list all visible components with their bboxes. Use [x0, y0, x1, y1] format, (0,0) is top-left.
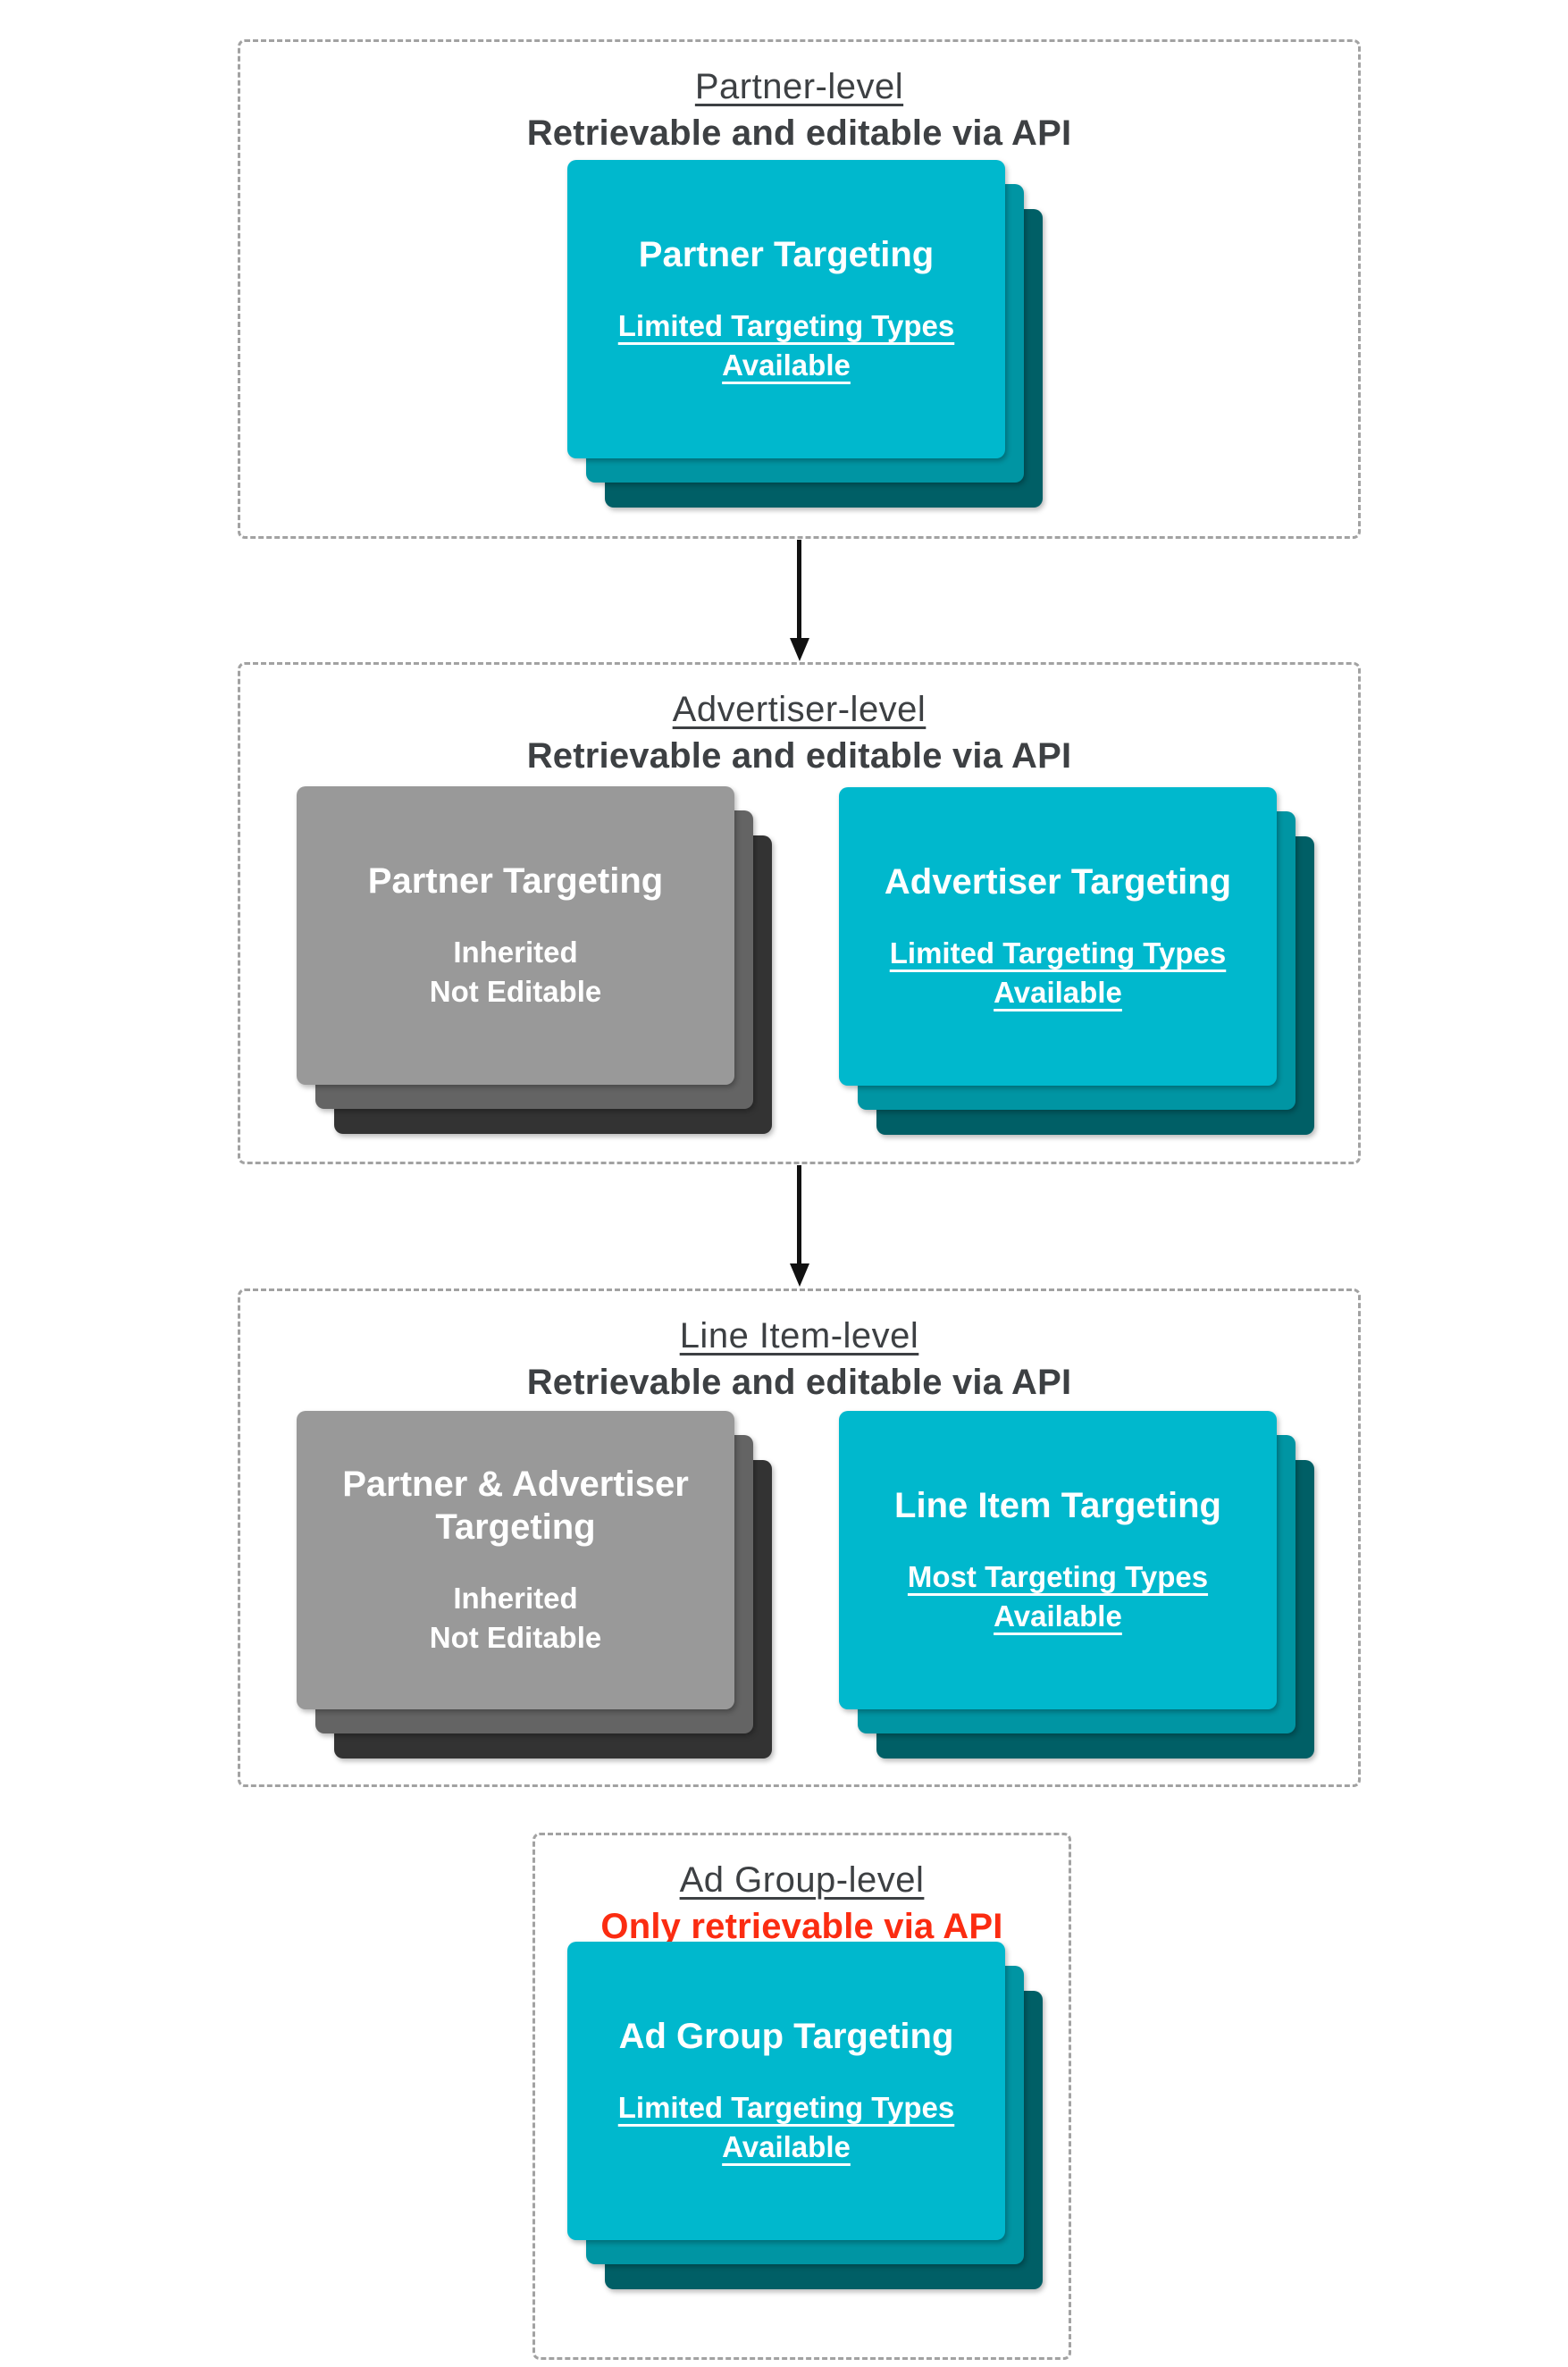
section-title: Partner-level [694, 67, 904, 106]
card-body: Limited Targeting Types Available [889, 936, 1227, 1009]
arrowhead-icon [790, 1263, 809, 1287]
targeting-card: Line Item Targeting Most Targeting Types… [839, 1411, 1277, 1709]
card-title: Advertiser Targeting [884, 862, 1232, 902]
card-title: Partner & Advertiser Targeting [342, 1465, 689, 1547]
section-ad-group-level: Ad Group-level Only retrievable via API … [532, 1833, 1071, 2360]
card-body: Most Targeting Types Available [907, 1560, 1209, 1633]
card-title: Partner Targeting [638, 235, 935, 274]
card-title: Ad Group Targeting [618, 2017, 954, 2056]
card-stack-line-item-targeting: Line Item Targeting Most Targeting Types… [839, 1411, 1314, 1758]
section-subtitle: Only retrievable via API [600, 1907, 1003, 1946]
card-stack-partner-advertiser-targeting: Partner & Advertiser Targeting Inherited… [297, 1411, 772, 1758]
section-title: Advertiser-level [672, 690, 927, 729]
section-line-item-level: Line Item-level Retrievable and editable… [238, 1288, 1361, 1787]
card-stack-advertiser-targeting: Advertiser Targeting Limited Targeting T… [839, 787, 1314, 1135]
card-title: Partner Targeting [367, 861, 664, 901]
card-body: Limited Targeting Types Available [617, 309, 955, 382]
section-subtitle: Retrievable and editable via API [526, 113, 1072, 153]
section-advertiser-level: Advertiser-level Retrievable and editabl… [238, 662, 1361, 1164]
card-stack-partner-targeting-inherited: Partner Targeting Inherited Not Editable [297, 786, 772, 1134]
targeting-card: Partner Targeting Limited Targeting Type… [567, 160, 1005, 458]
flow-arrow-down [790, 1165, 809, 1287]
targeting-card: Partner & Advertiser Targeting Inherited… [297, 1411, 734, 1709]
section-header: Line Item-level Retrievable and editable… [240, 1291, 1358, 1405]
section-header: Ad Group-level Only retrievable via API [535, 1835, 1069, 1949]
targeting-card: Advertiser Targeting Limited Targeting T… [839, 787, 1277, 1086]
section-partner-level: Partner-level Retrievable and editable v… [238, 39, 1361, 539]
targeting-card: Ad Group Targeting Limited Targeting Typ… [567, 1942, 1005, 2240]
card-body: Inherited Not Editable [429, 1582, 602, 1654]
flow-arrow-down [790, 540, 809, 661]
arrowhead-icon [790, 638, 809, 661]
section-subtitle: Retrievable and editable via API [526, 1363, 1072, 1402]
section-subtitle: Retrievable and editable via API [526, 736, 1072, 776]
card-stack-partner-targeting: Partner Targeting Limited Targeting Type… [567, 160, 1043, 508]
section-title: Line Item-level [679, 1316, 919, 1356]
section-header: Partner-level Retrievable and editable v… [240, 42, 1358, 155]
section-title: Ad Group-level [679, 1860, 925, 1900]
targeting-card: Partner Targeting Inherited Not Editable [297, 786, 734, 1085]
card-body: Limited Targeting Types Available [617, 2091, 955, 2163]
card-body: Inherited Not Editable [429, 936, 602, 1008]
card-title: Line Item Targeting [894, 1486, 1221, 1525]
section-header: Advertiser-level Retrievable and editabl… [240, 665, 1358, 778]
card-stack-ad-group-targeting: Ad Group Targeting Limited Targeting Typ… [567, 1942, 1043, 2289]
